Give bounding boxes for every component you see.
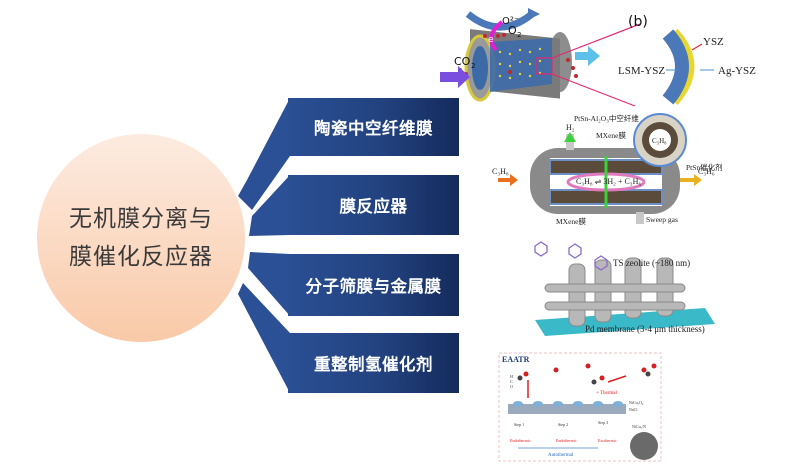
- o2-subscript: 2: [517, 31, 521, 39]
- step-1: Step 1: [514, 422, 524, 427]
- layer-ag-ysz: Ag-YSZ: [718, 65, 756, 77]
- connector-3: [248, 252, 290, 316]
- endothermic-1: Endothermic: [510, 438, 531, 443]
- figure-membrane-reactor: C₃H₈ C₃H₆ H₂ C₃H₈ ⇌ 3H₂ + C₃H₆ PtSn-Al₂O…: [490, 112, 740, 226]
- product-label: C₃H₆: [698, 167, 715, 176]
- thermal-label: + Thermal: [596, 391, 618, 396]
- branch-ceramic-hollow-fiber: 陶瓷中空纤维膜: [288, 98, 459, 156]
- hub-title-line-1: 无机膜分离与: [69, 206, 213, 232]
- ts-zeolite-label: TS zeolite (~180 nm): [613, 258, 690, 268]
- branch-zeolite-metal-membrane: 分子筛膜与金属膜: [288, 254, 459, 316]
- eaatr-title: EAATR: [502, 355, 530, 364]
- catalyst-label: PtSn催化剂: [686, 162, 723, 172]
- step-3: Step 3: [598, 420, 608, 425]
- layer-ysz: YSZ: [703, 36, 724, 48]
- connector-1: [238, 98, 290, 210]
- surface-label-2: NaCl: [629, 407, 638, 412]
- branch-label: 分子筛膜与金属膜: [305, 277, 442, 296]
- branch-membrane-reactor: 膜反应器: [288, 175, 459, 235]
- legend-o: O: [510, 384, 513, 389]
- legend-c: C: [510, 379, 513, 384]
- co2-subscript: 2: [471, 62, 475, 70]
- legend-h: H: [510, 374, 513, 379]
- mxene-top-label: MXene膜: [596, 130, 626, 140]
- autothermal: Autothermal: [548, 453, 574, 458]
- exothermic: Exothermic: [598, 438, 617, 443]
- figure-hollow-fiber: CO 2 O 2 O²⁻ e (b) YSZ LSM-YSZ Ag-YSZ: [440, 2, 780, 110]
- branch-label: 重整制氢催化剂: [314, 355, 433, 374]
- oxygen-ion-label: O²⁻: [502, 16, 519, 27]
- curved-arrow-icon: [465, 11, 535, 31]
- pd-membrane-label: Pd membrane (3-4 μm thickness): [585, 324, 705, 334]
- co2-label: CO: [454, 55, 471, 68]
- reaction-label: C₃H₈ ⇌ 3H₂ + C₃H₆: [576, 177, 641, 186]
- fiber-label: PtSn-Al₂O₃中空纤维: [574, 113, 639, 123]
- layer-lsm-ysz: LSM-YSZ: [618, 65, 665, 77]
- h2-label: H₂: [566, 123, 575, 132]
- surface-label-1: NiCu₃O₄: [629, 400, 644, 405]
- cross-section-label: C₃H₈: [652, 137, 667, 145]
- mxene-bottom-label: MXene膜: [556, 216, 586, 226]
- surface-label-3: NiCu₃/N: [632, 424, 646, 429]
- step-2: Step 2: [558, 422, 568, 427]
- hub-circle: 无机膜分离与 膜催化反应器: [37, 134, 245, 342]
- hub-title-line-2: 膜催化反应器: [69, 244, 213, 270]
- sweep-gas-label: Sweep gas: [646, 215, 678, 224]
- endothermic-2: Endothermic: [556, 438, 577, 443]
- branch-reforming-catalyst: 重整制氢催化剂: [288, 333, 459, 393]
- figure-zeolite-membrane: TS zeolite (~180 nm) Pd membrane (3-4 μm…: [525, 238, 725, 342]
- connector-4: [238, 283, 290, 393]
- feed-label: C₃H₈: [492, 167, 509, 176]
- branch-label: 陶瓷中空纤维膜: [314, 119, 433, 138]
- connector-2: [249, 175, 290, 236]
- panel-label: (b): [628, 14, 648, 30]
- o2-label: O: [508, 24, 517, 37]
- figure-eaatr: EAATR H C O + Thermal NiCu₃O₄ NaCl NiCu₃…: [498, 352, 664, 464]
- electron-label: e: [488, 35, 494, 45]
- branch-label: 膜反应器: [339, 197, 408, 216]
